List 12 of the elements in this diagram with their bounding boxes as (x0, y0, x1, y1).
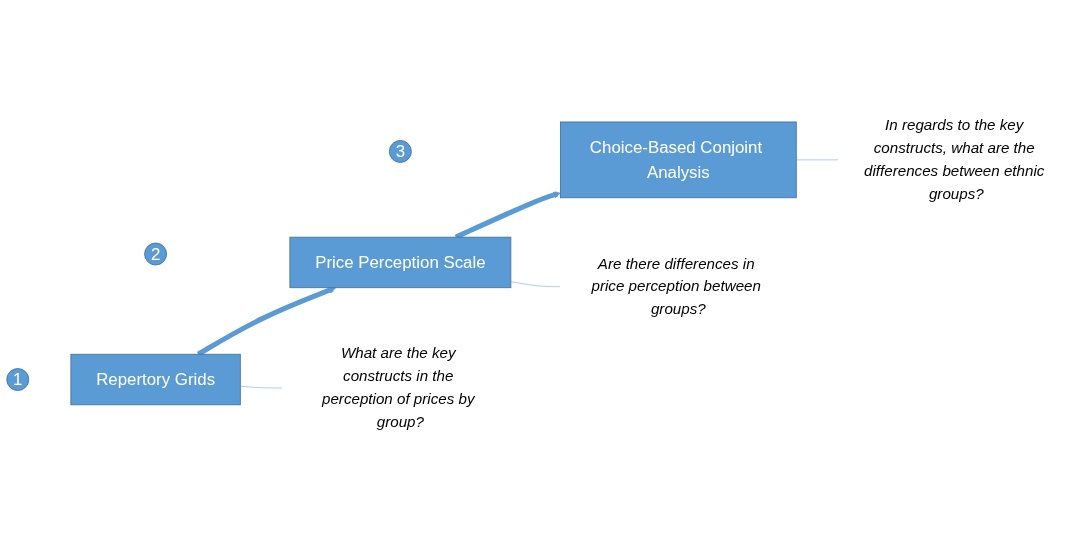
node-box: Price Perception Scale (289, 236, 512, 288)
node-circle: 2 (144, 242, 167, 266)
node-box: Choice-Based Conjoint Analysis (560, 121, 797, 198)
node-box: Repertory Grids (70, 353, 241, 405)
node-text: Are there differences in price perception between groups? (591, 254, 761, 317)
connector (510, 280, 561, 287)
node-text: What are the key constructs in the perception of prices by group? (321, 344, 475, 430)
connector (239, 385, 283, 388)
connector (795, 159, 839, 160)
node-text: In regards to the key constructs, what are the differences between ethnic groups? (864, 116, 1045, 202)
node-circle: 3 (388, 139, 412, 163)
node-circle: 1 (6, 367, 30, 391)
